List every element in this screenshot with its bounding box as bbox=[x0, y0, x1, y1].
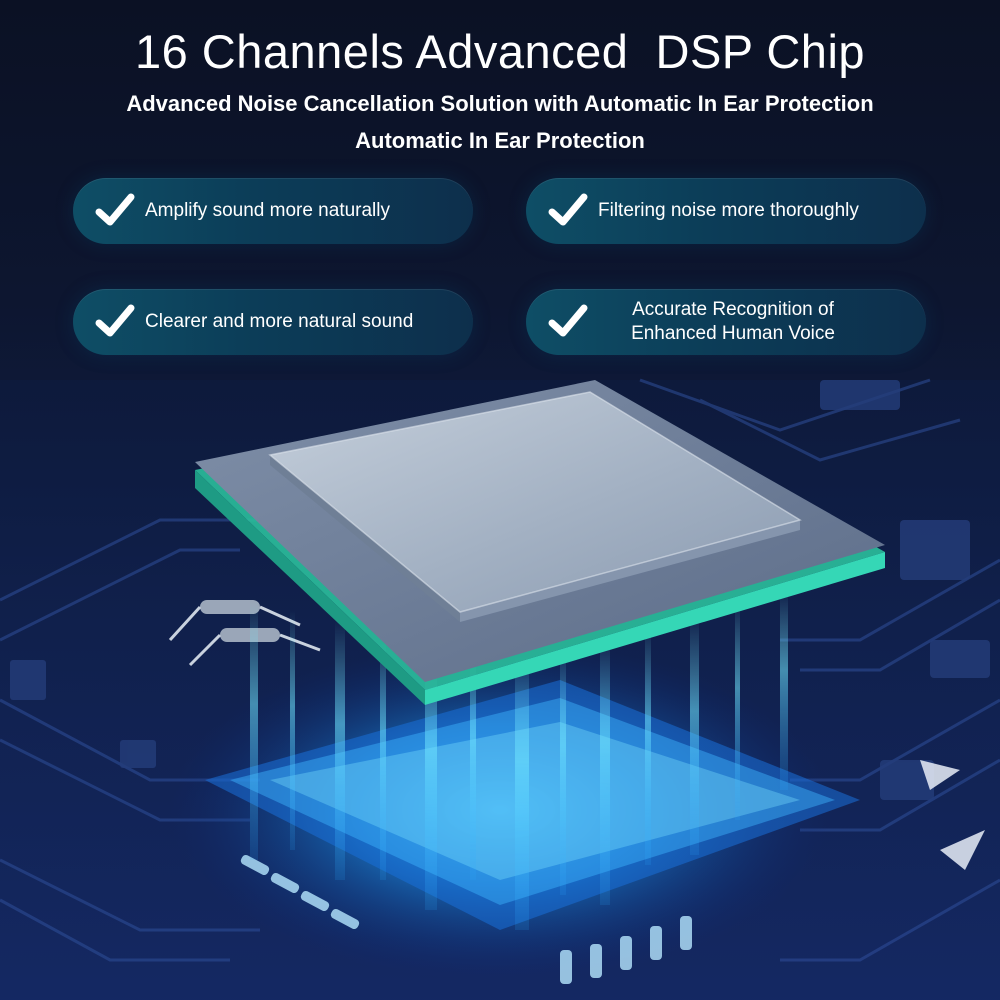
feature-pill-amplify: Amplify sound more naturally bbox=[73, 178, 473, 244]
feature-label: Amplify sound more naturally bbox=[145, 200, 390, 221]
subtitle-line-1: Advanced Noise Cancellation Solution wit… bbox=[126, 91, 874, 116]
feature-pill-voice: Accurate Recognition of Enhanced Human V… bbox=[526, 289, 926, 355]
feature-label: Accurate Recognition of Enhanced Human V… bbox=[598, 298, 908, 346]
feature-label-line-2: Enhanced Human Voice bbox=[631, 323, 835, 344]
checkmark-icon bbox=[548, 193, 588, 226]
checkmark-icon bbox=[95, 304, 135, 337]
feature-label-line-1: Accurate Recognition of bbox=[632, 299, 834, 320]
feature-label: Clearer and more natural sound bbox=[145, 311, 414, 332]
feature-label: Filtering noise more thoroughly bbox=[598, 200, 859, 221]
checkmark-icon bbox=[95, 193, 135, 226]
feature-pill-filtering: Filtering noise more thoroughly bbox=[526, 178, 926, 244]
page-title: 16 Channels Advanced DSP Chip bbox=[134, 25, 866, 78]
feature-pill-clearer: Clearer and more natural sound bbox=[73, 289, 473, 355]
subtitle-line-2: Automatic In Ear Protection bbox=[355, 128, 645, 153]
checkmark-icon bbox=[548, 304, 588, 337]
